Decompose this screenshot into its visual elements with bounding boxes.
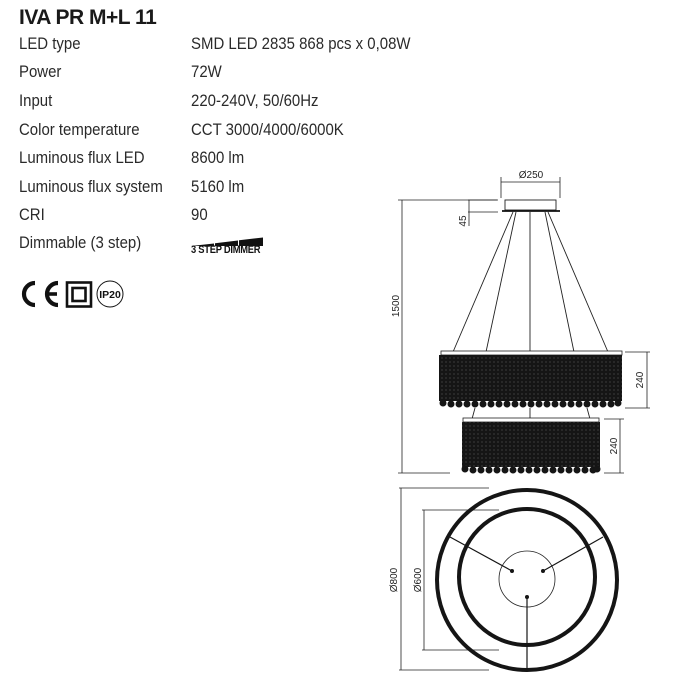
- spec-row-luminous-flux-system: Luminous flux system 5160 lm: [19, 177, 459, 205]
- product-title: IVA PR M+L 11: [19, 6, 157, 29]
- spec-row-led-type: LED type SMD LED 2835 868 pcs x 0,08W: [19, 34, 459, 62]
- spec-label: Input: [19, 91, 53, 110]
- spec-row-color-temperature: Color temperature CCT 3000/4000/6000K: [19, 120, 459, 148]
- ceiling-canopy: [504, 199, 557, 211]
- spokes: [449, 536, 604, 670]
- spec-value: 5160 lm: [191, 177, 245, 196]
- spec-value: 220-240V, 50/60Hz: [191, 91, 319, 110]
- svg-text:45: 45: [458, 215, 469, 227]
- canopy-diameter-dimension: Ø250: [500, 170, 561, 198]
- dimmer-badge: 3 STEP DIMMER: [191, 236, 263, 258]
- canopy-height-dimension: 45: [458, 199, 498, 227]
- ce-mark-icon: [21, 280, 59, 308]
- side-view: Ø250 45 1500: [391, 170, 650, 474]
- dimmer-label: 3 STEP DIMMER: [191, 244, 261, 256]
- spec-label: Luminous flux system: [19, 177, 163, 196]
- lower-crystal-ring: [461, 417, 601, 474]
- spec-row-luminous-flux-led: Luminous flux LED 8600 lm: [19, 148, 459, 176]
- ip20-rating-icon: IP20: [96, 280, 124, 308]
- spec-label: Luminous flux LED: [19, 148, 145, 167]
- dimmer-bars-icon: [191, 237, 263, 246]
- spec-row-cri: CRI 90: [19, 205, 459, 233]
- spec-label: LED type: [19, 34, 81, 53]
- total-height-dimension: 1500: [391, 199, 497, 474]
- svg-text:240: 240: [635, 371, 646, 388]
- lower-ring-height-dimension: 240: [604, 418, 624, 474]
- spec-value: SMD LED 2835 868 pcs x 0,08W: [191, 34, 411, 53]
- upper-crystal-ring: [439, 350, 623, 408]
- certification-marks: IP20: [20, 279, 150, 309]
- svg-text:Ø800: Ø800: [389, 567, 400, 592]
- svg-text:Ø600: Ø600: [413, 567, 424, 592]
- spec-value: 90: [191, 205, 208, 224]
- svg-text:1500: 1500: [391, 294, 402, 317]
- outer-diameter-dimension: Ø800: [389, 487, 489, 671]
- svg-text:240: 240: [609, 437, 620, 454]
- spec-value: CCT 3000/4000/6000K: [191, 120, 344, 139]
- cable-anchor-points: [510, 569, 545, 599]
- spec-row-power: Power 72W: [19, 62, 459, 90]
- spec-label: CRI: [19, 205, 45, 224]
- spec-value: 72W: [191, 62, 222, 81]
- svg-text:Ø250: Ø250: [519, 170, 544, 181]
- spec-row-input: Input 220-240V, 50/60Hz: [19, 91, 459, 119]
- spec-row-dimmable: Dimmable (3 step) 3 STEP DIMMER: [19, 233, 459, 261]
- spec-label: Color temperature: [19, 120, 140, 139]
- upper-ring-height-dimension: 240: [625, 351, 650, 409]
- svg-text:IP20: IP20: [99, 289, 121, 301]
- inner-diameter-dimension: Ø600: [413, 509, 499, 651]
- spec-label: Dimmable (3 step): [19, 233, 142, 252]
- spec-value: 8600 lm: [191, 148, 245, 167]
- top-view: Ø800 Ø600: [389, 487, 619, 672]
- suspension-cables: [452, 211, 609, 420]
- spec-label: Power: [19, 62, 62, 81]
- class-ii-insulation-icon: [65, 281, 93, 308]
